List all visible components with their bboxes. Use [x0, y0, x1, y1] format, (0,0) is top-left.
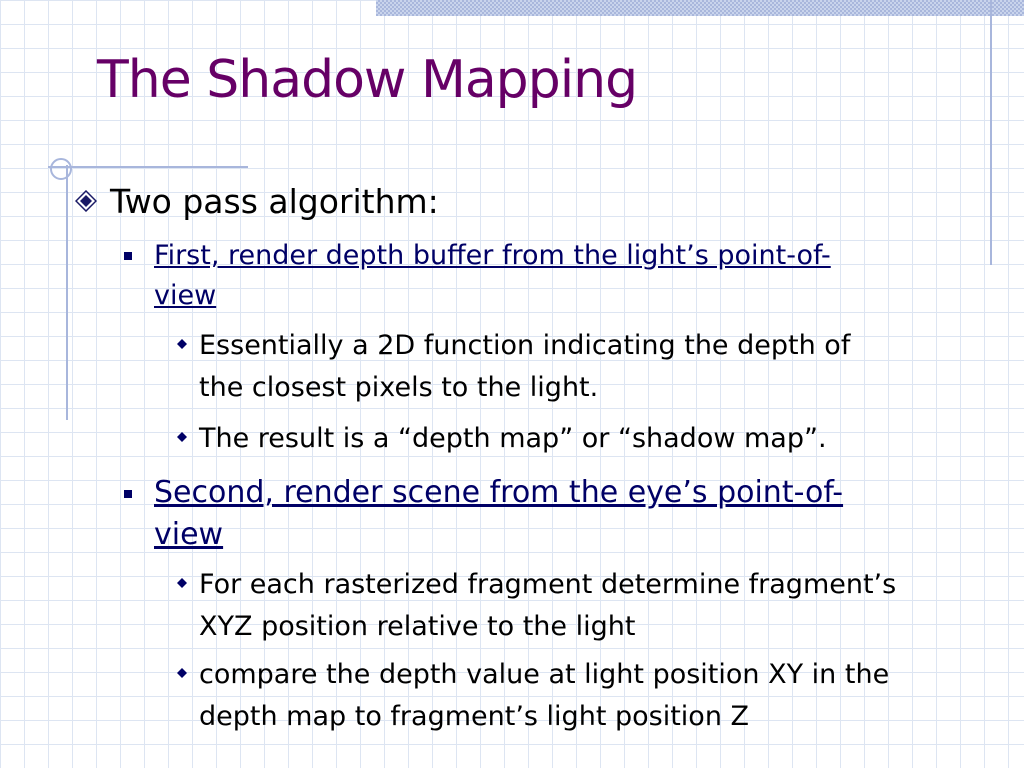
list-item-pass-1-sub-2: The result is a “depth map” or “shadow m… — [177, 418, 989, 460]
pass-2-sub-1-line-1: For each rasterized fragment determine f… — [199, 569, 897, 600]
small-diamond-icon — [177, 578, 187, 588]
pass-1-line-1: First, render depth buffer from the ligh… — [154, 240, 831, 271]
decorative-title-underline — [48, 166, 248, 168]
pass-2-line-2: view — [154, 517, 224, 552]
decorative-corner-pattern — [376, 0, 1024, 16]
pass-2-sub-1-line-2: XYZ position relative to the light — [199, 611, 636, 642]
small-diamond-icon — [177, 668, 187, 678]
pass-1-line-2: view — [154, 280, 217, 311]
list-item-pass-1-sub-1: Essentially a 2D function indicating the… — [177, 325, 989, 409]
pass-2-sub-2-line-1: compare the depth value at light positio… — [199, 659, 890, 690]
list-item-pass-2-sub-2: compare the depth value at light positio… — [177, 654, 989, 738]
small-diamond-icon — [177, 339, 187, 349]
pass-1-sub-1-line-2: the closest pixels to the light. — [199, 372, 599, 403]
pass-1-sub-1-line-1: Essentially a 2D function indicating the… — [199, 330, 851, 361]
square-bullet-icon — [124, 490, 132, 498]
diamond-icon — [75, 190, 97, 212]
decorative-ring-icon — [50, 158, 72, 180]
slide-title: The Shadow Mapping — [97, 50, 638, 110]
list-item-pass-1: First, render depth buffer from the ligh… — [124, 236, 944, 316]
pass-2-line-1: Second, render scene from the eye’s poin… — [154, 475, 844, 510]
decorative-left-rule — [66, 165, 68, 420]
pass-2-sub-2-line-2: depth map to fragment’s light position Z — [199, 701, 750, 732]
list-item-pass-2: Second, render scene from the eye’s poin… — [124, 472, 944, 556]
small-diamond-icon — [177, 432, 187, 442]
decorative-right-rule — [990, 0, 992, 265]
bullet-two-pass: Two pass algorithm: — [110, 182, 439, 221]
square-bullet-icon — [124, 252, 132, 260]
pass-1-sub-2-line-1: The result is a “depth map” or “shadow m… — [199, 423, 827, 454]
list-item-pass-2-sub-1: For each rasterized fragment determine f… — [177, 564, 989, 648]
